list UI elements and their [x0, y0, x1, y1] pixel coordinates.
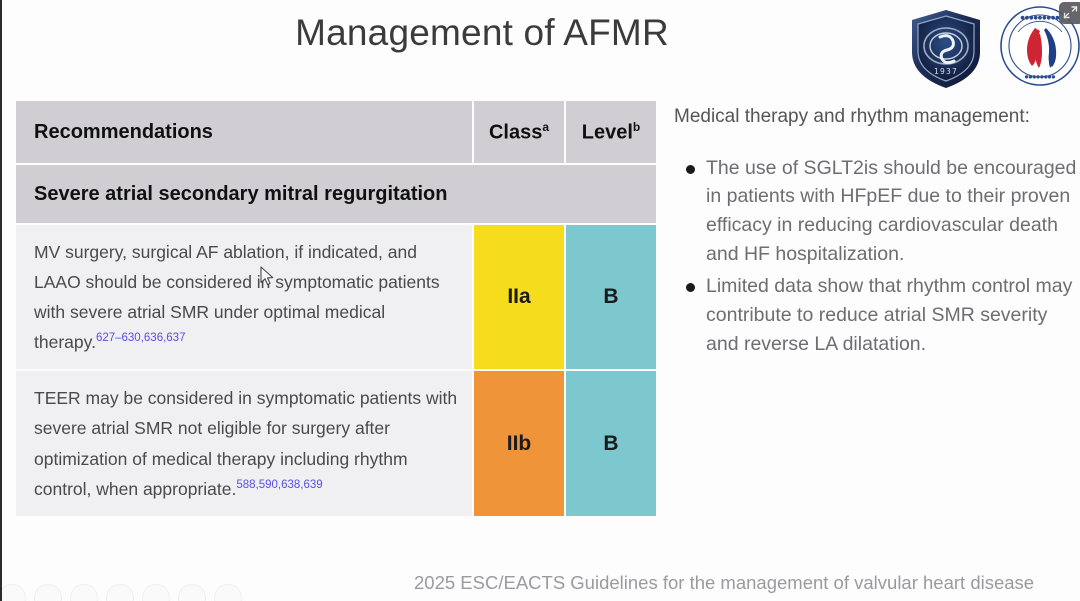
player-control-button[interactable]	[178, 584, 206, 601]
bullet-dot-icon	[686, 283, 695, 293]
player-control-button[interactable]	[34, 584, 62, 601]
column-header-recommendations: Recommendations	[16, 101, 472, 163]
column-header-class-label: Class	[488, 121, 543, 144]
right-notes-panel: Medical therapy and rhythm management: T…	[674, 104, 1078, 362]
table-row: MV surgery, surgical AF ablation, if ind…	[16, 225, 656, 370]
recommendation-body-1: MV surgery, surgical AF ablation, if ind…	[34, 242, 440, 353]
player-control-button[interactable]	[106, 584, 134, 601]
footer-citation: 2025 ESC/EACTS Guidelines for the manage…	[414, 572, 1035, 593]
recommendation-body-2: TEER may be considered in symptomatic pa…	[34, 388, 458, 499]
shield-logo-year: 1937	[934, 67, 958, 76]
circular-emblem-logo: ●●●●●●●●● ●●●●●●●●	[998, 4, 1080, 93]
page-title: Management of AFMR	[295, 12, 669, 53]
level-badge-1: B	[566, 225, 656, 370]
column-header-class-footnote: a	[542, 119, 550, 134]
recommendation-references-1: 627–630,636,637	[95, 332, 186, 345]
table-header-row: Recommendations Classa Levelb	[16, 101, 656, 163]
recommendations-table: Recommendations Classa Levelb Severe atr…	[14, 99, 658, 518]
column-header-level: Levelb	[566, 101, 656, 163]
bullet-dot-icon	[686, 164, 695, 174]
panel-heading: Medical therapy and rhythm management:	[674, 106, 1030, 127]
player-control-button[interactable]	[214, 584, 242, 601]
shield-logo: 1937	[902, 4, 990, 97]
bullet-text-1: The use of SGLT2is should be encouraged …	[706, 156, 1077, 265]
column-header-level-label: Level	[581, 121, 633, 144]
column-header-level-footnote: b	[632, 119, 641, 134]
table-subheader-row: Severe atrial secondary mitral regurgita…	[16, 165, 656, 223]
table-row: TEER may be considered in symptomatic pa…	[16, 371, 656, 516]
bullet-text-2: Limited data show that rhythm control ma…	[706, 275, 1073, 355]
player-control-button[interactable]	[142, 584, 170, 601]
level-badge-2: B	[566, 371, 656, 516]
column-header-class: Classa	[474, 101, 564, 163]
class-badge-2: IIb	[474, 371, 564, 516]
player-control-button[interactable]	[2, 584, 26, 601]
recommendation-text-2: TEER may be considered in symptomatic pa…	[16, 371, 472, 516]
player-control-button[interactable]	[70, 584, 98, 601]
class-badge-1: IIa	[474, 225, 564, 370]
svg-text:●●●●●●●●: ●●●●●●●●	[1025, 75, 1056, 80]
recommendation-references-2: 588,590,638,639	[236, 478, 323, 491]
svg-text:●●●●●●●●●: ●●●●●●●●●	[1020, 15, 1060, 21]
list-item: The use of SGLT2is should be encouraged …	[674, 154, 1078, 269]
recommendation-text-1: MV surgery, surgical AF ablation, if ind…	[16, 225, 472, 370]
player-controls-bar[interactable]	[2, 584, 242, 601]
table-subheader-label: Severe atrial secondary mitral regurgita…	[16, 165, 656, 223]
expand-arrows-icon[interactable]	[1059, 2, 1080, 24]
list-item: Limited data show that rhythm control ma…	[674, 272, 1078, 358]
